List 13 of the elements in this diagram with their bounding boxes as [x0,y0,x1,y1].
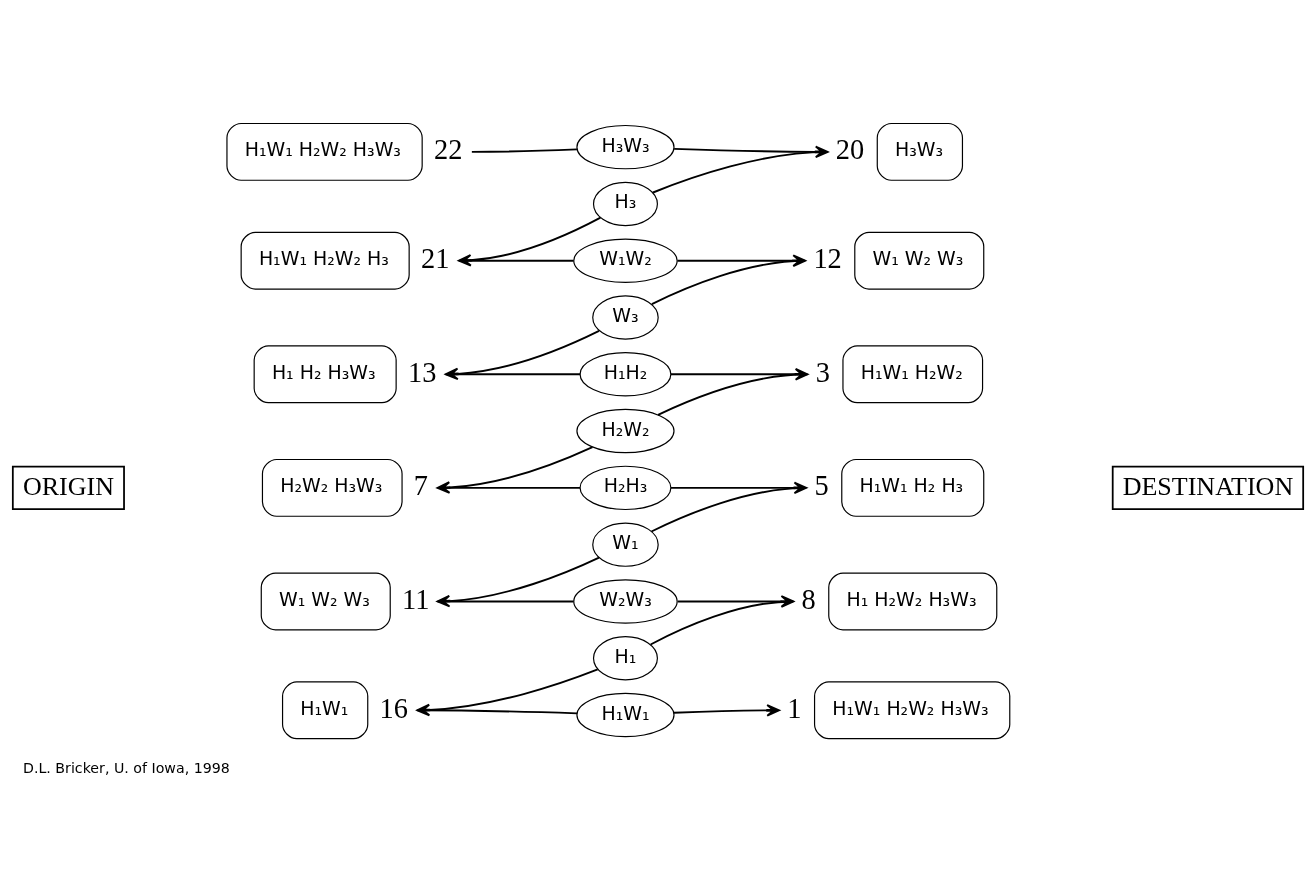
node-label: 22 [434,134,463,166]
node-label: 12 [813,243,842,275]
node-label: 21 [420,243,450,275]
node-label: 8 [801,583,816,615]
node-label: 13 [407,356,437,388]
node-label: 7 [413,470,429,502]
node-label: 5 [814,470,829,502]
node-label: 20 [835,134,865,166]
node-label: 1 [787,692,802,724]
caption: D.L. Bricker, U. of Iowa, 1998 [22,759,230,776]
node-label: 11 [402,583,430,615]
node-label: 3 [815,356,830,388]
node-label: 16 [379,692,408,724]
